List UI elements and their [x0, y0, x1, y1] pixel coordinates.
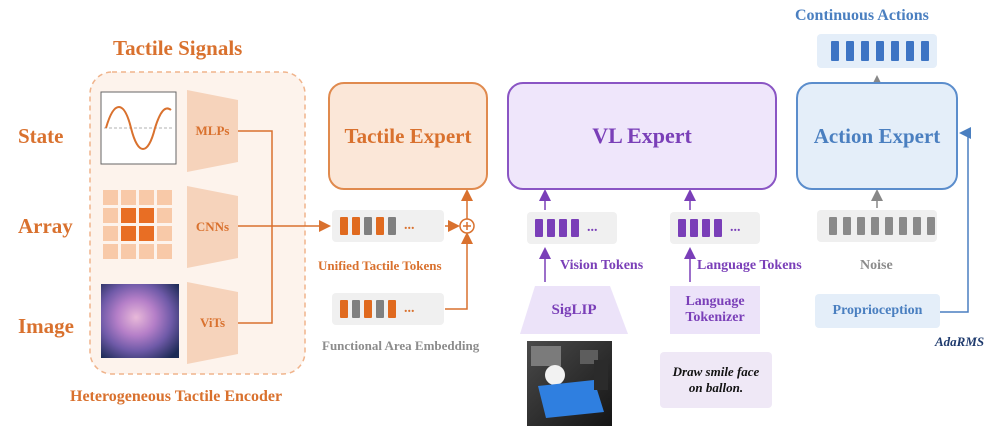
modality-array: Array	[18, 214, 73, 238]
vit-encoder-shape	[187, 282, 238, 364]
adarms-label: AdaRMS	[935, 334, 985, 349]
action-expert-box: Action Expert	[796, 82, 958, 190]
state-wave-icon	[100, 91, 177, 165]
functional-area-label: Functional Area Embedding	[322, 338, 480, 353]
modality-state: State	[18, 124, 64, 148]
continuous-actions-title: Continuous Actions	[795, 7, 929, 24]
proprioception-box: Proprioception	[815, 294, 940, 328]
ellipsis: ...	[404, 218, 415, 233]
vit-label: ViTs	[199, 315, 226, 330]
tokenizer-label: Language Tokenizer	[685, 293, 745, 325]
noise-label: Noise	[860, 258, 893, 273]
modality-image: Image	[18, 314, 74, 338]
language-tokens: ...	[670, 212, 760, 244]
ellipsis: ...	[404, 301, 415, 316]
encoder-footer-label: Heterogeneous Tactile Encoder	[70, 388, 283, 405]
siglip-label: SigLIP	[551, 301, 597, 318]
vl-expert-box: VL Expert	[507, 82, 777, 190]
unified-tactile-label: Unified Tactile Tokens	[318, 258, 442, 273]
vision-tokens: ...	[527, 212, 617, 244]
tactile-image-icon	[101, 284, 179, 358]
ellipsis: ...	[587, 220, 598, 235]
cnn-encoder-shape	[187, 186, 238, 268]
tactile-expert-box: Tactile Expert	[328, 82, 488, 190]
vision-tokens-label: Vision Tokens	[560, 258, 644, 273]
mlp-label: MLPs	[195, 123, 230, 138]
cnn-label: CNNs	[195, 219, 230, 234]
tokenizer-shape	[670, 286, 760, 334]
functional-area-tokens: ...	[332, 293, 444, 325]
tactile-signals-title: Tactile Signals	[113, 36, 243, 60]
siglip-shape	[520, 286, 628, 334]
unified-tactile-tokens: ...	[332, 210, 444, 242]
camera-photo	[527, 341, 612, 426]
ellipsis: ...	[730, 220, 741, 235]
mlp-encoder-shape	[187, 90, 238, 172]
instruction-text: Draw smile face on ballon.	[660, 352, 772, 408]
noise-tokens	[817, 210, 937, 242]
array-grid-icon	[103, 190, 172, 259]
language-tokens-label: Language Tokens	[697, 258, 802, 273]
continuous-action-tokens	[817, 34, 937, 68]
